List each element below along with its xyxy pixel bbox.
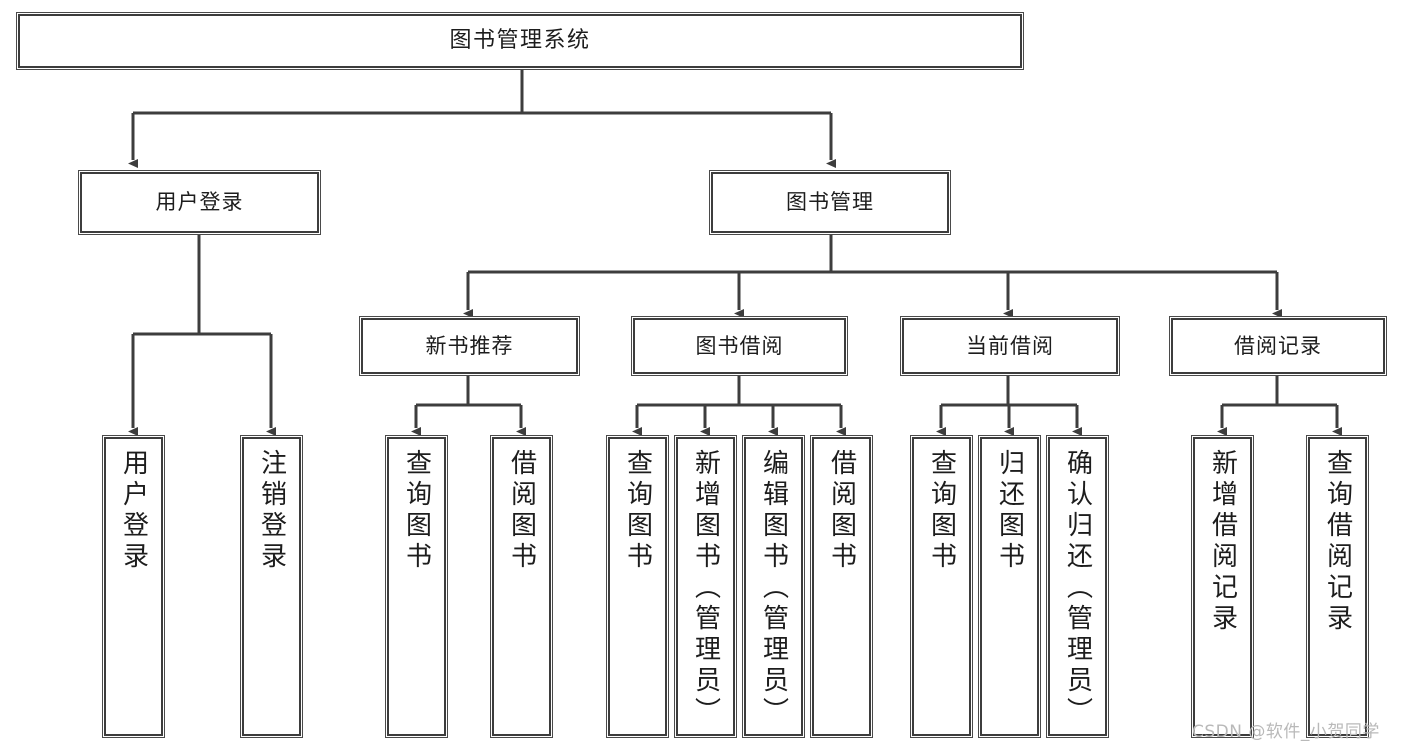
node-borrow-record[interactable]: 借阅记录 <box>1171 318 1385 374</box>
node-label: 图书借阅 <box>695 333 784 358</box>
leaf-query-book-current[interactable]: 查询图书 <box>912 437 971 736</box>
node-user-login[interactable]: 用户登录 <box>80 172 319 233</box>
leaf-confirm-return-admin[interactable]: 确认归还（管理员） <box>1048 437 1107 736</box>
leaf-borrow-book-new-rec[interactable]: 借阅图书 <box>492 437 551 736</box>
leaf-label: 新增图书（管理员） <box>690 449 721 728</box>
node-current-borrow[interactable]: 当前借阅 <box>902 318 1118 374</box>
csdn-watermark: CSDN @软件_小贺同学 <box>1192 722 1380 742</box>
leaf-query-borrow-record[interactable]: 查询借阅记录 <box>1308 437 1367 736</box>
leaf-edit-book-admin[interactable]: 编辑图书（管理员） <box>744 437 803 736</box>
leaf-label: 用户登录 <box>118 449 149 573</box>
leaf-label: 编辑图书（管理员） <box>758 449 789 728</box>
leaf-label: 借阅图书 <box>506 449 537 573</box>
leaf-user-login[interactable]: 用户登录 <box>104 437 163 736</box>
leaf-label: 新增借阅记录 <box>1207 449 1238 635</box>
leaf-label: 查询图书 <box>926 449 957 573</box>
leaf-label: 确认归还（管理员） <box>1062 449 1093 728</box>
leaf-query-book-borrow[interactable]: 查询图书 <box>608 437 667 736</box>
leaf-borrow-book[interactable]: 借阅图书 <box>812 437 871 736</box>
node-label: 借阅记录 <box>1234 333 1322 358</box>
node-book-manage[interactable]: 图书管理 <box>711 172 949 233</box>
leaf-query-book-new-rec[interactable]: 查询图书 <box>387 437 446 736</box>
node-label: 用户登录 <box>155 190 244 215</box>
node-book-borrow[interactable]: 图书借阅 <box>633 318 846 374</box>
node-book-management-system[interactable]: 图书管理系统 <box>18 14 1022 68</box>
node-label: 新书推荐 <box>425 333 514 358</box>
leaf-add-book-admin[interactable]: 新增图书（管理员） <box>676 437 735 736</box>
leaf-logout[interactable]: 注销登录 <box>242 437 301 736</box>
leaf-label: 注销登录 <box>256 449 287 573</box>
leaf-label: 借阅图书 <box>826 449 857 573</box>
leaf-return-book[interactable]: 归还图书 <box>980 437 1039 736</box>
leaf-add-borrow-record[interactable]: 新增借阅记录 <box>1193 437 1252 736</box>
leaf-label: 归还图书 <box>994 449 1025 573</box>
leaf-label: 查询图书 <box>622 449 653 573</box>
leaf-label: 查询图书 <box>401 449 432 573</box>
leaf-label: 查询借阅记录 <box>1322 449 1353 635</box>
node-label: 图书管理系统 <box>449 28 591 54</box>
node-label: 当前借阅 <box>966 333 1054 358</box>
node-label: 图书管理 <box>786 190 874 215</box>
node-new-book-recommend[interactable]: 新书推荐 <box>361 318 578 374</box>
